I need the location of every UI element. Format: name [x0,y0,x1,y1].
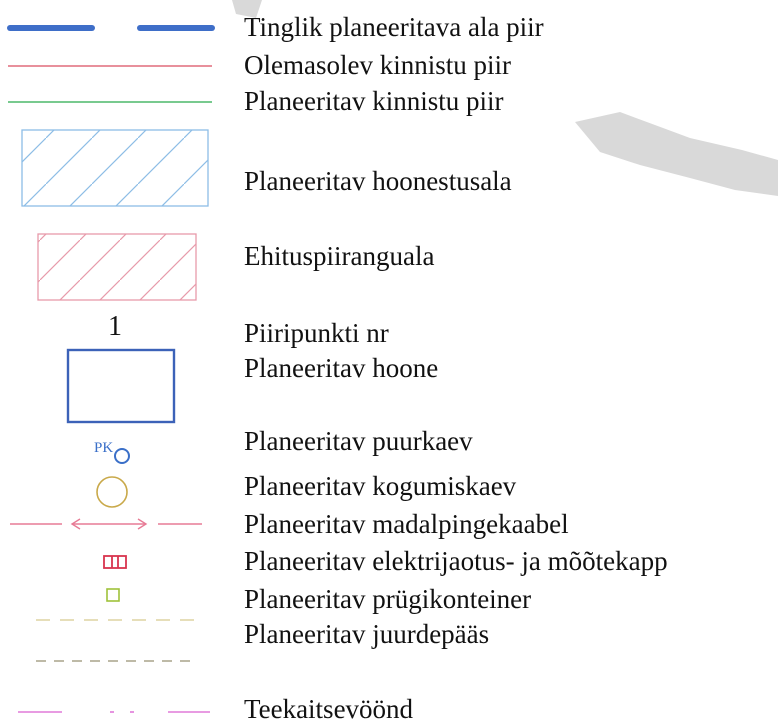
borehole-code: PK [94,440,114,456]
borehole-well-icon [114,448,130,464]
low-voltage-cable-icon [10,518,202,530]
scan-streak [232,0,778,196]
label-planeeritav-kinnistu: Planeeritav kinnistu piir [244,86,504,116]
label-teekaitse: Teekaitsevöönd [244,694,414,724]
label-kogumiskaev: Planeeritav kogumiskaev [244,471,517,501]
label-hoonestusala: Planeeritav hoonestusala [244,166,512,196]
label-piiripunkti: Piiripunkti nr [244,318,389,348]
label-tinglik: Tinglik planeeritava ala piir [244,12,544,42]
collection-well-icon [96,476,128,508]
building-rectangle-icon [66,348,176,424]
label-ehituspiirangu: Ehituspiiranguala [244,241,435,271]
legend-symbols [7,25,215,713]
label-juurdepaas: Planeeritav juurdepääs [244,619,490,649]
restriction-area-hatch-icon [37,233,197,301]
building-area-hatch-icon [21,129,209,207]
label-olemasolev: Olemasolev kinnistu piir [244,50,511,80]
label-madalpinge: Planeeritav madalpingekaabel [244,509,569,539]
label-puurkaev: Planeeritav puurkaev [244,426,473,456]
label-prugikonteiner: Planeeritav prügikonteiner [244,584,532,614]
label-hoone: Planeeritav hoone [244,353,439,383]
waste-container-icon [106,588,120,602]
boundary-point-number: 1 [108,311,122,342]
electric-cabinet-icon [103,555,127,569]
label-elektrikapp: Planeeritav elektrijaotus- ja mõõtekapp [244,546,668,576]
